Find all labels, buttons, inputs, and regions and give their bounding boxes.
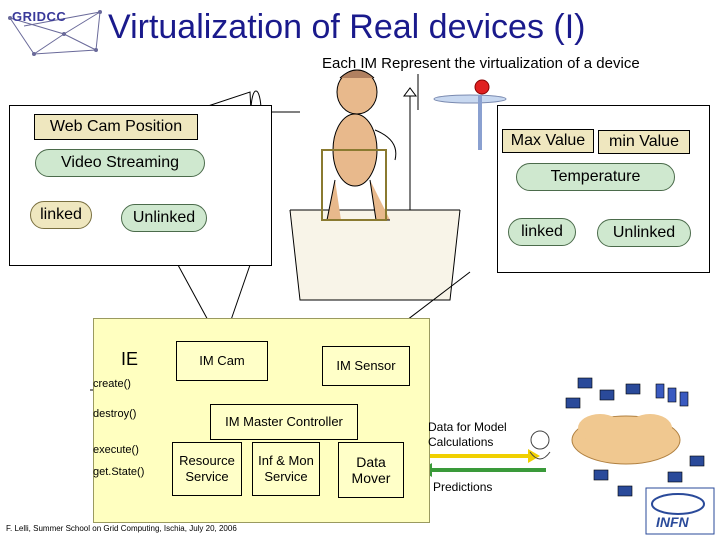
im-sensor-box[interactable]: IM Sensor [322, 346, 410, 386]
page-title: Virtualization of Real devices (I) [108, 8, 586, 46]
predictions-label: Predictions [433, 480, 493, 494]
inf-mon-service-box[interactable]: Inf & Mon Service [252, 442, 320, 496]
server-icons [655, 383, 689, 407]
grid-cloud-icon [571, 414, 681, 465]
video-streaming-state[interactable]: Video Streaming [35, 149, 205, 177]
sensor-linked-state[interactable]: linked [508, 218, 576, 246]
im-cam-box[interactable]: IM Cam [176, 341, 268, 381]
gridcc-logo [4, 4, 104, 62]
grid-network-icon [8, 10, 102, 56]
temperature-state[interactable]: Temperature [516, 163, 675, 191]
bathtub-illustration [289, 209, 461, 301]
page-subtitle: Each IM Represent the virtualization of … [322, 55, 640, 72]
thermometer-icon [433, 79, 507, 150]
sensor-unlinked-state[interactable]: Unlinked [597, 219, 691, 247]
webcam-linked-state[interactable]: linked [30, 201, 92, 229]
logo-text: GRIDCC [12, 9, 67, 24]
function-create: create() [93, 378, 131, 390]
resource-service-box[interactable]: Resource Service [172, 442, 242, 496]
function-execute: execute() [93, 444, 139, 456]
baby-illustration [321, 69, 417, 221]
infn-logo [645, 487, 715, 535]
max-value-button[interactable]: Max Value [502, 129, 594, 153]
im-master-controller-box[interactable]: IM Master Controller [210, 404, 358, 440]
function-get-state: get.State() [93, 466, 145, 478]
webcam-position-button[interactable]: Web Cam Position [34, 114, 198, 140]
scientist-icon [529, 430, 551, 460]
webcam-unlinked-state[interactable]: Unlinked [121, 204, 207, 232]
function-destroy: destroy() [93, 408, 137, 420]
footer-credit: F. Lelli, Summer School on Grid Computin… [6, 524, 237, 533]
min-value-button[interactable]: min Value [598, 130, 690, 154]
ie-label: IE [121, 349, 139, 369]
data-for-model-label: Data for Model Calculations [428, 420, 507, 449]
workstation-icons [565, 377, 705, 497]
infn-text: INFN [656, 514, 689, 530]
data-mover-box[interactable]: Data Mover [338, 442, 404, 498]
